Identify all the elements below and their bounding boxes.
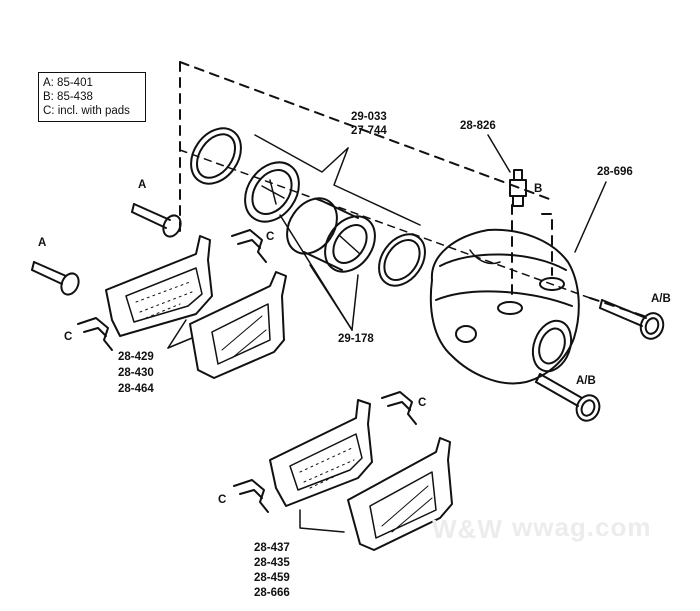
guide-pin-upper-icon	[131, 203, 182, 238]
label-clip-lower-left: C	[218, 494, 227, 506]
label-pads-lower-1: 28-437	[254, 542, 290, 554]
label-caliper: 28-696	[597, 166, 633, 178]
assembly-dashed-outline	[179, 61, 651, 319]
label-bleeder-letter: B	[534, 183, 543, 195]
watermark-logo: W&W	[432, 514, 503, 544]
label-pads-upper-2: 28-430	[118, 367, 154, 379]
label-pads-lower-4: 28-666	[254, 587, 290, 599]
label-bolt-right: A/B	[651, 293, 671, 305]
seal-ring-icon	[190, 127, 242, 185]
leader-lines	[167, 134, 607, 533]
label-pads-lower-3: 28-459	[254, 572, 290, 584]
label-clip-upper: C	[266, 231, 275, 243]
caliper-body-icon	[429, 228, 580, 385]
label-pin-lower: A	[38, 237, 47, 249]
label-clip-lower-right: C	[418, 397, 427, 409]
label-bleeder: 28-826	[460, 120, 496, 132]
label-pads-upper-3: 28-464	[118, 383, 154, 395]
label-pads-upper-1: 28-429	[118, 351, 154, 363]
label-clip-left: C	[64, 331, 73, 343]
guide-pin-lower-icon	[31, 261, 80, 296]
pad-clip-upper-icon	[231, 229, 267, 263]
brake-pad-upper-back-icon	[189, 271, 287, 379]
dust-seal-icon	[244, 161, 300, 223]
label-pads-lower-2: 28-435	[254, 557, 290, 569]
brake-pad-lower-front-icon	[269, 399, 373, 507]
legend-box: A: 85-401 B: 85-438 C: incl. with pads	[38, 72, 146, 122]
axis-line	[179, 149, 591, 299]
label-bolt-bottom: A/B	[576, 375, 596, 387]
pad-clip-left-icon	[77, 317, 113, 351]
bleeder-valve-icon	[509, 169, 527, 207]
brake-pad-upper-front-icon	[105, 235, 213, 337]
watermark-site: wwag.com	[512, 512, 652, 542]
label-pin-upper: A	[138, 179, 147, 191]
bolt-bottom-icon	[535, 373, 601, 422]
legend-b: B: 85-438	[43, 91, 93, 103]
legend-c: C: incl. with pads	[43, 105, 130, 117]
piston-seal-icon	[378, 233, 426, 287]
brake-pad-lower-back-icon	[347, 437, 453, 551]
label-piston: 29-178	[338, 333, 374, 345]
label-seal-1: 29-033	[351, 111, 387, 123]
piston-icon	[286, 197, 376, 273]
legend-a: A: 85-401	[43, 77, 93, 89]
label-seal-2: 27-744	[351, 125, 387, 137]
pad-clip-lower-right-icon	[381, 391, 417, 425]
bolt-right-icon	[599, 299, 665, 340]
pad-clip-lower-left-icon	[233, 479, 269, 513]
